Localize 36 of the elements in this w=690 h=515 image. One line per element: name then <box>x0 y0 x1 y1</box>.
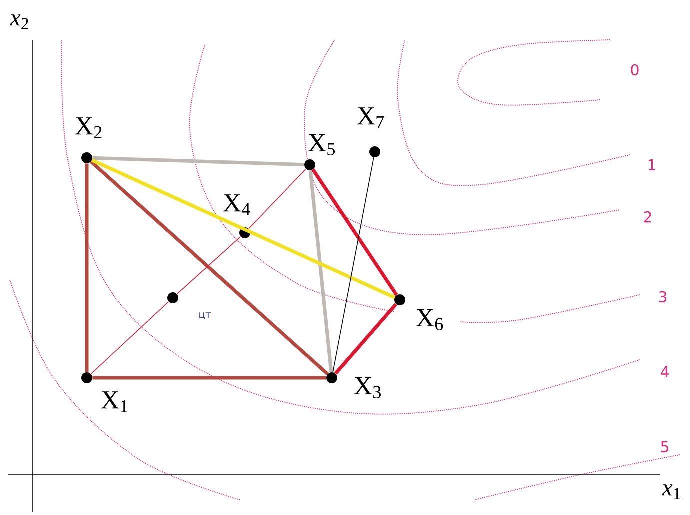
contour-value: 1 <box>648 160 656 170</box>
contour-value: 3 <box>659 291 667 303</box>
point-dot <box>394 294 406 306</box>
point-label: X$_{2}$ <box>75 118 102 138</box>
simplex-edge <box>334 303 398 375</box>
simplex-edge <box>92 376 326 380</box>
point-dot <box>168 292 178 304</box>
point-label: цт <box>200 312 212 320</box>
point-dot <box>82 372 92 384</box>
axis-label: x$_{2}$ <box>10 14 28 30</box>
simplex-edge <box>248 168 306 230</box>
contour-value: 2 <box>644 211 652 223</box>
contour-value: 4 <box>660 366 669 378</box>
simplex-edge <box>312 168 398 296</box>
simplex-edge <box>92 156 304 167</box>
contour-value: 5 <box>661 441 668 453</box>
axis-label: x$_{1}$ <box>662 484 680 500</box>
simplex-edge <box>85 164 89 372</box>
point-label: X$_{1}$ <box>101 392 128 412</box>
simplex-edge <box>90 301 170 375</box>
point-dot <box>304 160 316 170</box>
simplex-edge <box>308 170 334 373</box>
simplex-edge <box>90 160 329 376</box>
point-dot <box>326 372 338 384</box>
simplex-edge <box>91 158 396 300</box>
point-dot <box>82 152 92 164</box>
point-dot <box>240 228 250 238</box>
simplex-edge <box>176 236 242 295</box>
contour-value: 0 <box>631 64 639 76</box>
point-label: X$_{6}$ <box>416 310 444 330</box>
simplex-edge <box>332 157 374 373</box>
point-label: X$_{3}$ <box>354 378 381 398</box>
point-label: X$_{5}$ <box>308 134 335 156</box>
point-label: X$_{7}$ <box>357 108 384 128</box>
point-label: X$_{4}$ <box>223 194 250 216</box>
point-dot <box>370 146 380 158</box>
